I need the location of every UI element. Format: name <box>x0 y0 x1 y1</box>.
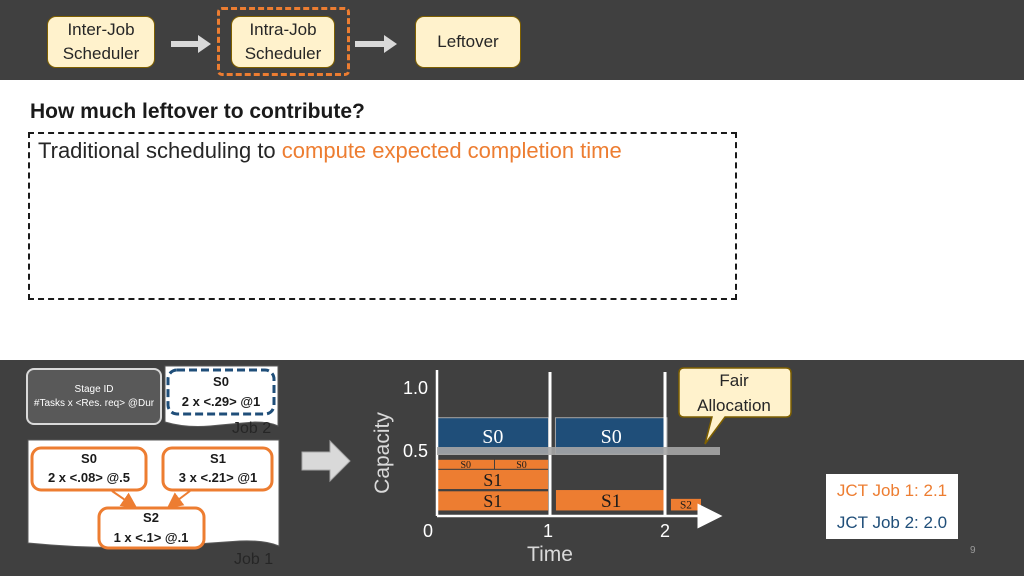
fair-allocation-line1: Fair <box>719 371 749 390</box>
block-label: S0 <box>482 426 503 448</box>
section-heading: How much leftover to contribute? <box>30 100 365 123</box>
x-tick-1: 1 <box>543 521 553 541</box>
x-axis-label: Time <box>527 543 573 566</box>
block-label: S1 <box>483 470 502 490</box>
block-label: S1 <box>601 491 621 512</box>
y-tick-05: 0.5 <box>403 441 428 461</box>
job1-s1-box <box>161 446 274 492</box>
legend-line1: Stage ID <box>75 384 114 395</box>
block-label: S1 <box>483 491 502 511</box>
inter-job-scheduler-box: Inter-Job Scheduler <box>47 16 155 68</box>
intra-job-scheduler-box: Intra-Job Scheduler <box>231 16 335 68</box>
intra-job-highlight-frame <box>217 7 350 76</box>
y-axis-label: Capacity <box>371 412 394 494</box>
block-label: S0 <box>460 460 471 471</box>
block-arrow-icon <box>301 439 351 483</box>
arrow-right-icon <box>355 35 397 53</box>
leftover-box: Leftover <box>415 16 521 68</box>
x-tick-2: 2 <box>660 521 670 541</box>
legend-line2: #Tasks x <Res. req> @Dur <box>34 398 155 409</box>
job2-s0-spec: 2 x <.29> @1 <box>182 394 260 409</box>
job1-label: Job 1 <box>234 551 273 568</box>
scheduling-diagram: Stage ID #Tasks x <Res. req> @Dur S0 2 x… <box>26 365 792 568</box>
job1-s2-id: S2 <box>143 510 159 525</box>
block-label: S2 <box>680 500 692 512</box>
dependency-arrow <box>166 490 191 509</box>
job1-s1-id: S1 <box>210 451 226 466</box>
body-text-plain: Traditional scheduling to <box>38 138 282 163</box>
job1-s0-id: S0 <box>81 451 97 466</box>
dashed-content-box <box>28 132 737 300</box>
job1-s1-spec: 3 x <.21> @1 <box>179 470 257 485</box>
job2-s0-box <box>166 368 276 416</box>
job1-s0-box <box>30 446 148 492</box>
jct-job1: JCT Job 1: 2.1 <box>826 474 958 507</box>
body-text-highlight: compute expected completion time <box>281 138 622 163</box>
fair-allocation-callout <box>678 367 792 445</box>
body-text: Traditional scheduling to compute expect… <box>38 138 622 164</box>
job2-label: Job 2 <box>232 420 271 437</box>
fair-allocation-line2: Allocation <box>697 396 771 415</box>
block-label: S0 <box>516 460 527 471</box>
flow-arrows <box>171 35 397 53</box>
fair-share-line <box>437 447 720 455</box>
job1-s2-box <box>97 506 206 550</box>
block-label: S0 <box>601 426 622 448</box>
job1-s0-spec: 2 x <.08> @.5 <box>48 470 130 485</box>
job1-s2-spec: 1 x <.1> @.1 <box>114 530 189 545</box>
arrow-right-icon <box>171 35 211 53</box>
page-number: 9 <box>970 545 976 556</box>
legend-box <box>26 368 162 425</box>
job2-s0-id: S0 <box>213 374 229 389</box>
dependency-arrow <box>111 490 138 509</box>
x-tick-0: 0 <box>423 521 433 541</box>
job1-s1-block <box>554 489 668 512</box>
y-tick-1: 1.0 <box>403 378 428 398</box>
jct-job2: JCT Job 2: 2.0 <box>826 506 958 539</box>
